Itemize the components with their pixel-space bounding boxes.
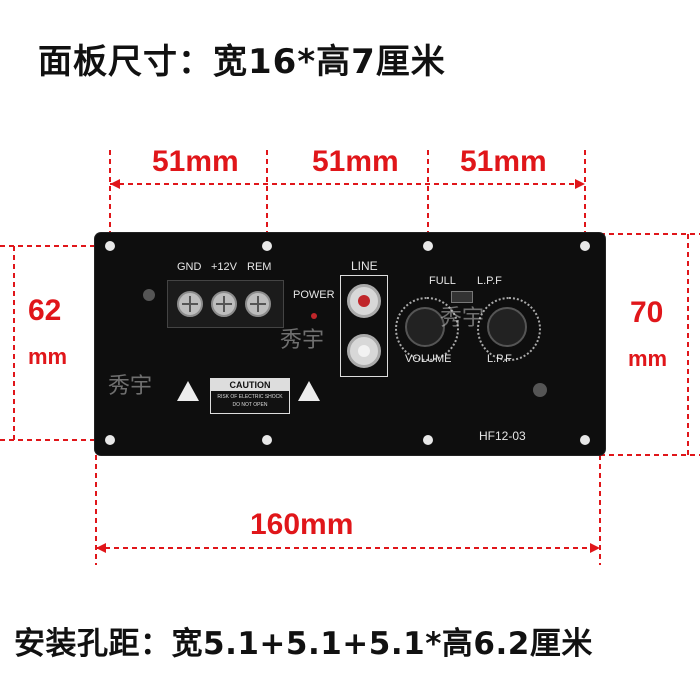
lpf-bottom-label: L.P.F bbox=[487, 353, 512, 365]
full-label: FULL bbox=[429, 275, 456, 287]
amplifier-panel: GND +12V REM POWER LINE FULL L.P.F VOLUM… bbox=[95, 233, 605, 455]
volume-label: VOLUME bbox=[405, 353, 452, 365]
lpf-scale bbox=[477, 297, 541, 361]
caution-line-1: RISK OF ELECTRIC SHOCK bbox=[217, 394, 283, 400]
terminal-screw-12v[interactable] bbox=[211, 291, 237, 317]
lpf-knob[interactable] bbox=[487, 307, 527, 347]
mounting-hole bbox=[262, 241, 272, 251]
line-input-box bbox=[340, 275, 388, 377]
mounting-hole bbox=[105, 241, 115, 251]
screw-icon bbox=[143, 289, 155, 301]
mounting-hole bbox=[262, 435, 272, 445]
terminal-label-gnd: GND bbox=[177, 261, 202, 273]
power-label: POWER bbox=[293, 289, 335, 301]
spacing-label-2: 51mm bbox=[312, 145, 399, 178]
left-height-unit: mm bbox=[28, 344, 68, 369]
full-lpf-switch[interactable] bbox=[451, 291, 473, 303]
caution-label: CAUTION RISK OF ELECTRIC SHOCK DO NOT OP… bbox=[210, 378, 290, 414]
left-height-value: 62 bbox=[28, 294, 62, 327]
terminal-screw-rem[interactable] bbox=[245, 291, 271, 317]
page-title: 面板尺寸：宽16*高7厘米 bbox=[38, 42, 446, 82]
mounting-hole bbox=[105, 435, 115, 445]
rca-jack-white[interactable] bbox=[347, 334, 381, 368]
volume-knob[interactable] bbox=[405, 307, 445, 347]
right-height-unit: mm bbox=[628, 346, 668, 371]
right-height-value: 70 bbox=[630, 296, 664, 329]
spacing-label-3: 51mm bbox=[460, 145, 547, 178]
spacing-label-1: 51mm bbox=[152, 145, 239, 178]
watermark: 秀宇 bbox=[280, 328, 325, 353]
terminal-screw-gnd[interactable] bbox=[177, 291, 203, 317]
power-led-icon bbox=[311, 313, 317, 319]
line-label: LINE bbox=[351, 259, 378, 273]
mounting-hole bbox=[423, 435, 433, 445]
watermark: 秀宇 bbox=[440, 306, 485, 331]
watermark: 秀宇 bbox=[108, 374, 153, 399]
caution-title: CAUTION bbox=[211, 379, 289, 391]
rca-jack-red[interactable] bbox=[347, 284, 381, 318]
mounting-hole-spacing: 安装孔距：宽5.1+5.1+5.1*高6.2厘米 bbox=[14, 626, 593, 662]
mounting-hole bbox=[580, 241, 590, 251]
caution-line-2: DO NOT OPEN bbox=[232, 402, 268, 408]
lpf-top-label: L.P.F bbox=[477, 275, 502, 287]
terminal-label-12v: +12V bbox=[211, 261, 237, 273]
mounting-hole bbox=[423, 241, 433, 251]
volume-scale bbox=[395, 297, 459, 361]
mounting-hole bbox=[580, 435, 590, 445]
power-terminal-block bbox=[167, 280, 284, 328]
screw-icon bbox=[533, 383, 547, 397]
warning-icon bbox=[298, 381, 320, 401]
terminal-label-rem: REM bbox=[247, 261, 272, 273]
warning-icon bbox=[177, 381, 199, 401]
total-width-label: 160mm bbox=[250, 508, 354, 541]
model-label: HF12-03 bbox=[479, 429, 526, 443]
